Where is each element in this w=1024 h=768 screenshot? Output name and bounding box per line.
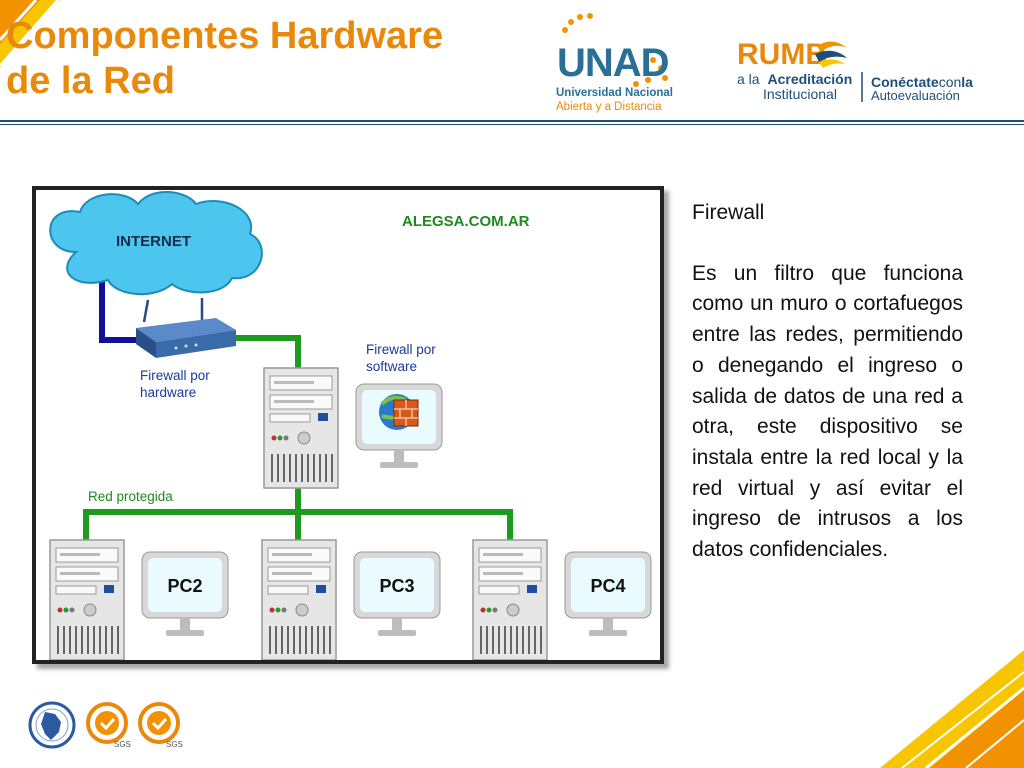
- pc4-label: PC4: [590, 576, 625, 596]
- rumbo-acreditacion-logo: RUMB a la Acreditación Institucional Con…: [737, 38, 973, 103]
- internet-cloud: INTERNET: [49, 190, 263, 296]
- unad-name-line1: Universidad Nacional: [556, 87, 673, 99]
- rumbo-line1: a la: [737, 71, 760, 87]
- header-rule-thin: [0, 124, 1024, 125]
- svg-text:Conéctateconla: Conéctateconla: [871, 74, 973, 90]
- conectate-bold: Conéctate: [871, 74, 939, 90]
- hardware-firewall-router-icon: [136, 298, 236, 358]
- content-heading: Firewall: [692, 201, 765, 224]
- rumbo-wordmark: RUMB: [737, 38, 827, 71]
- pc3-tower-icon: [261, 539, 337, 660]
- rumbo-line1-bold: Acreditación: [767, 71, 852, 87]
- software-firewall-label-line1: Firewall por: [366, 342, 436, 357]
- sgs-certification-icon: SGS: [138, 702, 183, 749]
- slide-title-line2: de la Red: [6, 60, 175, 102]
- unad-dots-icon: [562, 13, 668, 87]
- network-diagram: INTERNET ALEGSA.COM.AR Firewall por hard…: [32, 186, 664, 664]
- slide-title-line1: Componentes Hardware: [6, 15, 444, 57]
- content-text-block: Firewall Es un filtro que funciona como …: [692, 198, 963, 566]
- software-firewall-label-line2: software: [366, 359, 417, 374]
- pc2-label: PC2: [167, 576, 202, 596]
- rumbo-line2: Institucional: [763, 86, 837, 102]
- autoevaluacion-label: Autoevaluación: [871, 88, 960, 103]
- unad-logo: UNAD Universidad Nacional Abierta y a Di…: [556, 13, 673, 113]
- compass-swoosh-icon: [815, 41, 847, 68]
- unad-name-line2: Abierta y a Distancia: [556, 101, 662, 113]
- hardware-firewall-label-line2: hardware: [140, 385, 196, 400]
- internet-label: INTERNET: [116, 233, 191, 250]
- firewall-server-tower-icon: [263, 367, 339, 489]
- colombia-map-seal-icon: [28, 701, 76, 749]
- corner-stripes-decoration: [875, 646, 1024, 768]
- conectate-la: la: [961, 74, 973, 90]
- sgs-label-2: SGS: [166, 740, 183, 749]
- brick-wall-firewall-icon: [379, 394, 419, 430]
- conectate-con: con: [939, 74, 962, 90]
- svg-text:a la Acreditación: a la Acreditación: [737, 71, 852, 87]
- corner-stripes-decoration: [0, 0, 60, 68]
- slide-title: Componentes Hardware de la Red: [6, 14, 443, 104]
- sgs-label-1: SGS: [114, 740, 131, 749]
- sgs-certification-icon: SGS: [86, 702, 131, 749]
- pc4-tower-icon: [472, 539, 548, 660]
- unad-wordmark: UNAD: [557, 41, 669, 85]
- network-links: [83, 282, 513, 540]
- hardware-firewall-label-line1: Firewall por: [140, 368, 210, 383]
- source-watermark: ALEGSA.COM.AR: [402, 213, 530, 230]
- pc3-label: PC3: [379, 576, 414, 596]
- protected-network-label: Red protegida: [88, 489, 173, 504]
- header-rule: [0, 120, 1024, 122]
- pc2-tower-icon: [49, 539, 125, 660]
- content-body: Es un filtro que funciona como un muro o…: [692, 261, 963, 562]
